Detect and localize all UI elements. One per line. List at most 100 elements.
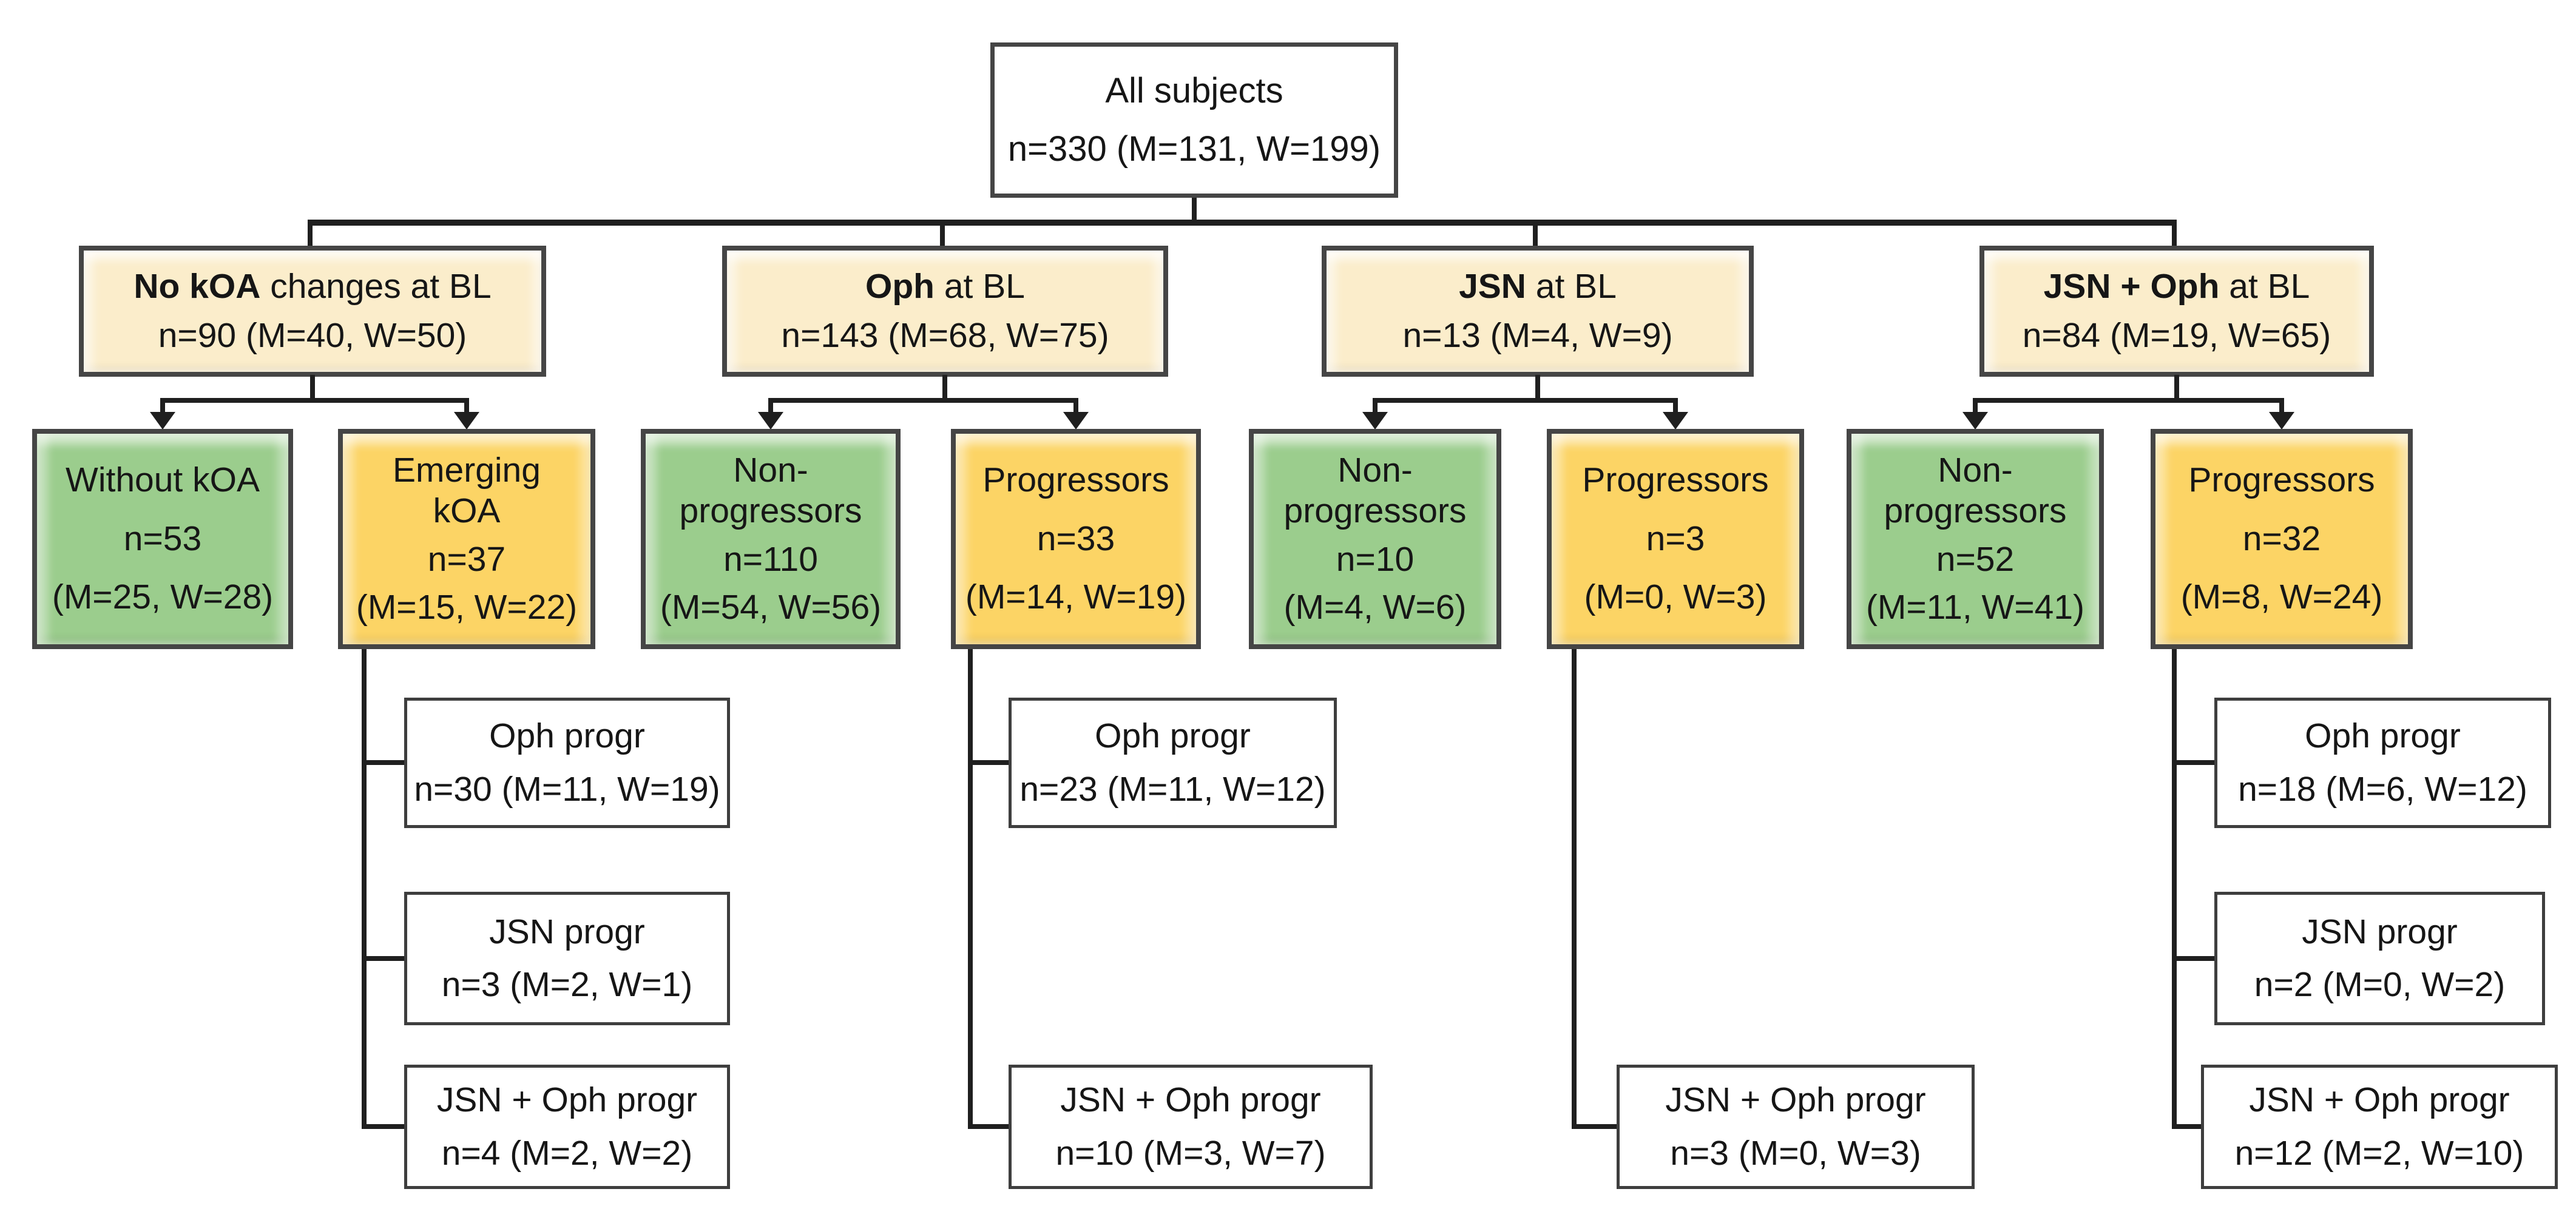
node-title: JSN + Oph progr <box>436 1080 698 1120</box>
title-bold: No kOA <box>134 266 261 306</box>
node-mw: (M=54, W=56) <box>660 588 882 627</box>
node-stats: n=84 (M=19, W=65) <box>2022 316 2331 355</box>
node-title: Non-progressors <box>679 450 862 530</box>
node-oph-progr-oph: Oph progr n=23 (M=11, W=12) <box>1009 698 1337 828</box>
node-title: No kOA changes at BL <box>134 266 491 307</box>
title-rest: at BL <box>935 266 1025 306</box>
connector-branch4-rail <box>1973 398 2284 403</box>
connector-col2-stub-c <box>968 1124 1013 1129</box>
node-jsn-oph-progr-oph: JSN + Oph progr n=10 (M=3, W=7) <box>1009 1065 1373 1189</box>
node-title: JSN progr <box>2302 912 2458 951</box>
title-rest: changes at BL <box>260 266 492 306</box>
node-title: Emerging kOA <box>393 450 541 530</box>
node-mw: (M=0, W=3) <box>1584 578 1767 617</box>
connector-branch3-stem <box>1535 375 1540 403</box>
node-oph-progr-jsnoph: Oph progr n=18 (M=6, W=12) <box>2214 698 2551 828</box>
node-stats: n=2 (M=0, W=2) <box>2254 965 2506 1004</box>
node-nonprogressors-jsn: Non-progressors n=10 (M=4, W=6) <box>1249 429 1501 649</box>
node-title: JSN progr <box>489 912 645 951</box>
node-mw: (M=15, W=22) <box>356 588 578 627</box>
node-n: n=53 <box>123 519 202 558</box>
node-title: Oph at BL <box>865 266 1025 307</box>
node-mw: (M=25, W=28) <box>52 578 274 617</box>
title-bold: Oph <box>865 266 935 306</box>
node-stats: n=330 (M=131, W=199) <box>1007 129 1381 169</box>
connector-col1-stub-a <box>362 760 409 765</box>
node-n: n=3 <box>1646 519 1705 558</box>
connector-branch1-left-drop <box>160 398 165 415</box>
connector-branch2-right-drop <box>1073 398 1078 415</box>
node-no-koa-at-bl: No kOA changes at BL n=90 (M=40, W=50) <box>79 246 546 377</box>
node-n: n=52 <box>1936 539 2015 579</box>
node-title: JSN + Oph at BL <box>2044 266 2310 307</box>
node-title: Non-progressors <box>1884 450 2067 530</box>
node-nonprogressors-oph: Non-progressors n=110 (M=54, W=56) <box>641 429 901 649</box>
connector-root-rail <box>310 220 2177 226</box>
node-stats: n=3 (M=0, W=3) <box>1670 1133 1921 1173</box>
node-mw: (M=8, W=24) <box>2180 578 2383 617</box>
connector-branch4-left-drop <box>1973 398 1978 415</box>
connector-branch2-rail <box>768 398 1078 403</box>
node-n: n=33 <box>1036 519 1115 558</box>
node-title: JSN at BL <box>1459 266 1617 307</box>
node-n: n=110 <box>723 539 818 579</box>
connector-col3-trunk <box>1572 649 1577 1129</box>
node-stats: n=4 (M=2, W=2) <box>441 1133 693 1173</box>
node-stats: n=10 (M=3, W=7) <box>1055 1133 1326 1173</box>
node-without-koa: Without kOA n=53 (M=25, W=28) <box>32 429 293 649</box>
arrowhead-down-nonprogressors-jsn <box>1362 412 1388 430</box>
node-title: Progressors <box>2188 460 2375 500</box>
connector-drop-branch4 <box>2172 220 2177 248</box>
arrowhead-down-nonprogressors-oph <box>758 412 783 430</box>
connector-branch1-stem <box>310 375 315 403</box>
node-progressors-oph: Progressors n=33 (M=14, W=19) <box>951 429 1201 649</box>
node-stats: n=90 (M=40, W=50) <box>158 316 467 355</box>
title-rest: at BL <box>2219 266 2310 306</box>
connector-col1-stub-b <box>362 956 409 961</box>
node-title: Oph progr <box>489 716 645 756</box>
node-n: n=10 <box>1336 539 1415 579</box>
node-jsn-at-bl: JSN at BL n=13 (M=4, W=9) <box>1322 246 1754 377</box>
node-title: Progressors <box>982 460 1169 500</box>
node-title: Oph progr <box>2305 716 2461 756</box>
title-bold: JSN + Oph <box>2043 266 2220 306</box>
node-stats: n=3 (M=2, W=1) <box>441 965 693 1004</box>
node-stats: n=13 (M=4, W=9) <box>1402 316 1673 355</box>
arrowhead-down-progressors-oph <box>1063 412 1089 430</box>
node-title: Without kOA <box>66 460 260 500</box>
node-title: Non-progressors <box>1283 450 1467 530</box>
node-oph-at-bl: Oph at BL n=143 (M=68, W=75) <box>722 246 1168 377</box>
connector-col1-stub-c <box>362 1124 409 1129</box>
node-oph-progr-emerging: Oph progr n=30 (M=11, W=19) <box>404 698 730 828</box>
node-mw: (M=11, W=41) <box>1865 588 2085 627</box>
node-mw: (M=14, W=19) <box>965 578 1187 617</box>
connector-col4-trunk <box>2172 649 2177 1129</box>
node-n: n=32 <box>2242 519 2321 558</box>
title-bold: JSN <box>1459 266 1526 306</box>
node-mw: (M=4, W=6) <box>1283 588 1467 627</box>
connector-col2-trunk <box>968 649 973 1129</box>
connector-branch4-right-drop <box>2279 398 2284 415</box>
node-jsn-progr-jsnoph: JSN progr n=2 (M=0, W=2) <box>2214 892 2545 1025</box>
node-all-subjects: All subjects n=330 (M=131, W=199) <box>990 42 1398 198</box>
node-title: JSN + Oph progr <box>2249 1080 2510 1120</box>
connector-branch3-left-drop <box>1373 398 1378 415</box>
node-n: n=37 <box>427 539 506 579</box>
node-stats: n=30 (M=11, W=19) <box>414 769 720 809</box>
connector-branch3-rail <box>1373 398 1678 403</box>
arrowhead-down-progressors-jsn <box>1663 412 1688 430</box>
node-jsn-oph-at-bl: JSN + Oph at BL n=84 (M=19, W=65) <box>1979 246 2374 377</box>
node-stats: n=12 (M=2, W=10) <box>2234 1133 2524 1173</box>
connector-root-stem <box>1192 198 1197 222</box>
node-title: Progressors <box>1582 460 1769 500</box>
connector-drop-branch1 <box>308 220 313 248</box>
connector-branch1-right-drop <box>464 398 469 415</box>
node-nonprogressors-jsnoph: Non-progressors n=52 (M=11, W=41) <box>1847 429 2104 649</box>
connector-branch4-stem <box>2174 375 2179 403</box>
node-jsn-oph-progr-jsnoph: JSN + Oph progr n=12 (M=2, W=10) <box>2201 1065 2558 1189</box>
connector-col2-stub-a <box>968 760 1013 765</box>
connector-col4-stub-a <box>2172 760 2219 765</box>
connector-col4-stub-b <box>2172 956 2219 961</box>
node-stats: n=18 (M=6, W=12) <box>2238 769 2527 809</box>
